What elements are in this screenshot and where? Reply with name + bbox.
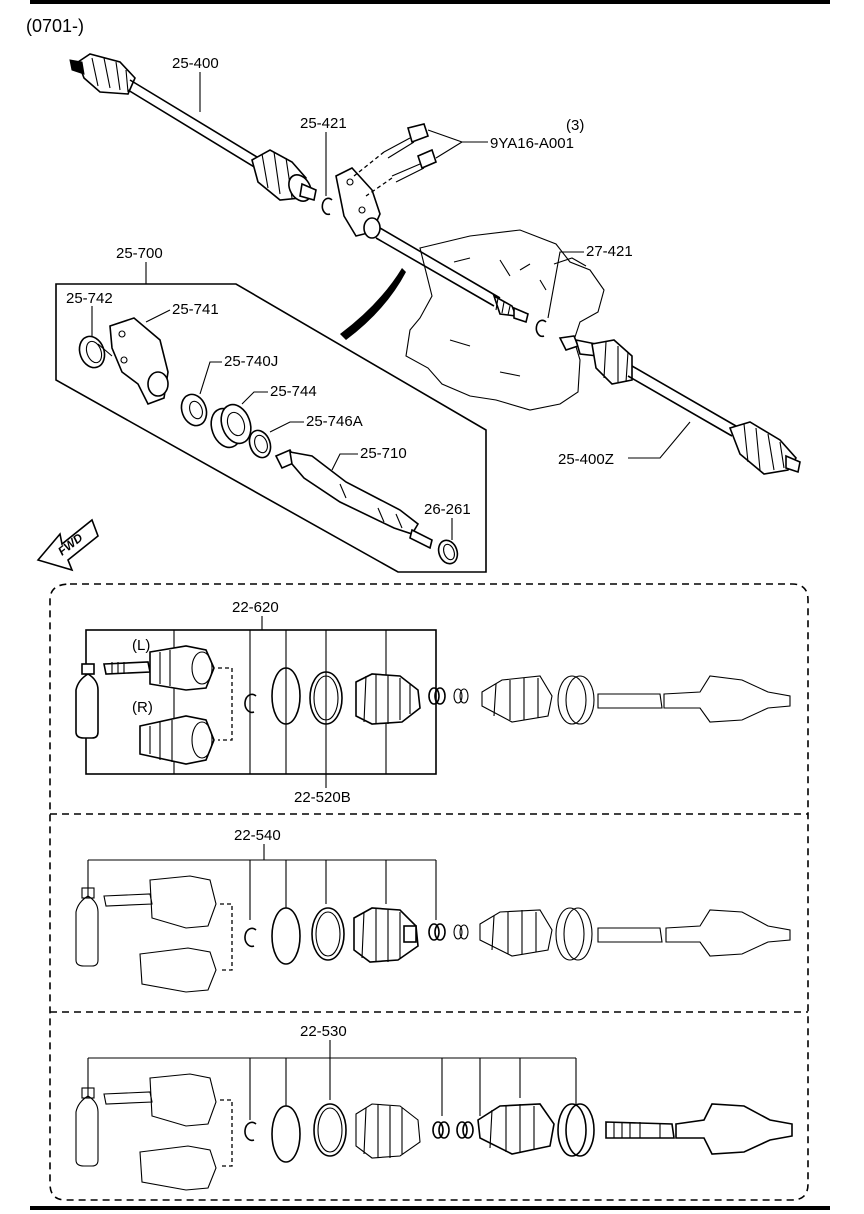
label-27-421: 27-421 xyxy=(586,243,633,260)
bearing-25-744[interactable] xyxy=(206,400,256,451)
shaft-25-710[interactable] xyxy=(274,448,433,550)
bolt-upper[interactable] xyxy=(353,123,430,177)
label-25-742: 25-742 xyxy=(66,290,113,307)
ring-25-746a[interactable] xyxy=(246,427,274,460)
ring-25-740j[interactable] xyxy=(177,391,210,429)
label-25-710: 25-710 xyxy=(360,445,407,462)
assembly-25-700-frame xyxy=(55,283,487,573)
drive-shaft-right[interactable] xyxy=(558,335,801,475)
drive-shaft-left[interactable] xyxy=(69,53,317,205)
bracket-25-741[interactable] xyxy=(109,317,169,406)
label-22-620: 22-620 xyxy=(232,599,279,616)
label-bolt-qty: (3) xyxy=(566,117,584,134)
label-25-744: 25-744 xyxy=(270,383,317,400)
tag-right: (R) xyxy=(132,699,153,716)
clip-25-421[interactable] xyxy=(321,197,333,216)
label-25-421: 25-421 xyxy=(300,115,347,132)
bottom-rule xyxy=(30,1206,830,1210)
label-25-746a: 25-746A xyxy=(306,413,363,430)
label-26-261: 26-261 xyxy=(424,501,471,518)
fwd-arrow: FWD xyxy=(36,518,99,572)
kit-22-620[interactable] xyxy=(75,629,791,775)
bearing-bracket[interactable] xyxy=(335,167,381,239)
date-code: (0701-) xyxy=(26,16,84,36)
top-rule xyxy=(30,0,830,4)
label-22-540: 22-540 xyxy=(234,827,281,844)
tag-left: (L) xyxy=(132,637,150,654)
kit-22-530[interactable] xyxy=(75,1057,793,1191)
bolt-lower[interactable] xyxy=(365,148,437,197)
direction-swoosh xyxy=(340,268,406,340)
kit-outer-frame xyxy=(49,583,809,1201)
label-22-520b: 22-520B xyxy=(294,789,351,806)
label-25-400: 25-400 xyxy=(172,55,219,72)
label-25-400z: 25-400Z xyxy=(558,451,614,468)
label-22-530: 22-530 xyxy=(300,1023,347,1040)
label-bolt: 9YA16-A001 xyxy=(490,135,574,152)
engine-outline xyxy=(405,229,605,411)
label-25-740j: 25-740J xyxy=(224,353,278,370)
kit-22-540[interactable] xyxy=(75,859,791,993)
label-25-700: 25-700 xyxy=(116,245,163,262)
ring-26-261[interactable] xyxy=(435,538,460,567)
clip-27-421[interactable] xyxy=(535,319,547,338)
seal-25-742[interactable] xyxy=(75,333,113,371)
label-25-741: 25-741 xyxy=(172,301,219,318)
